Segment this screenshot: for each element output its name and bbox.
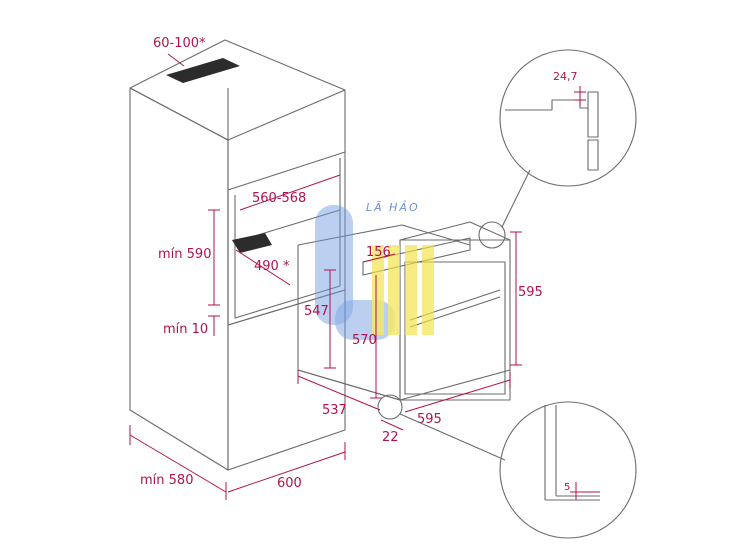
dim-oven-depth: 537 xyxy=(297,370,381,418)
dim-niche-height: mín 590 xyxy=(158,209,220,306)
detail-bottom-circle: 5 xyxy=(499,401,637,539)
dim-label-front-gap: 22 xyxy=(382,430,399,445)
dim-label-gap-below: mín 10 xyxy=(163,322,208,337)
dim-label-oven-front-height: 570 xyxy=(352,333,377,348)
watermark-logo xyxy=(315,205,434,340)
dim-cabinet-width: 600 xyxy=(227,442,346,493)
dim-label-oven-width: 595 xyxy=(417,412,442,427)
dim-label-oven-height: 595 xyxy=(518,285,543,300)
dim-oven-height: 595 xyxy=(510,231,543,366)
dim-label-niche-width: 560-568 xyxy=(252,191,306,206)
dim-oven-front-height: 570 xyxy=(352,275,382,399)
detail-top-highlight xyxy=(478,169,531,249)
dim-vent-depth: 490 * xyxy=(235,249,291,286)
dim-top-gap: 60-100* xyxy=(153,36,206,67)
dim-label-niche-height: mín 590 xyxy=(158,247,211,262)
dim-label-oven-body-height: 547 xyxy=(304,304,329,319)
top-vent-slot xyxy=(166,58,240,83)
dim-cabinet-depth: mín 580 xyxy=(129,425,227,500)
dim-label-detail-top: 24,7 xyxy=(553,70,578,83)
dim-panel-depth: 156 xyxy=(362,245,396,263)
dim-gap-below: mín 10 xyxy=(163,315,220,337)
oven xyxy=(297,221,511,401)
cabinet xyxy=(129,39,346,471)
dim-label-top-gap: 60-100* xyxy=(153,36,206,51)
dim-front-gap: 22 xyxy=(380,419,404,445)
dim-label-panel-depth: 156 xyxy=(366,245,391,260)
dim-niche-width: 560-568 xyxy=(239,174,341,211)
dim-oven-width: 595 xyxy=(404,372,511,427)
mid-vent-slot xyxy=(232,233,272,253)
detail-top-circle: 24,7 xyxy=(499,49,637,187)
dim-label-cabinet-width: 600 xyxy=(277,476,302,491)
detail-bottom-highlight xyxy=(377,394,506,461)
dim-oven-body-height: 547 xyxy=(304,269,336,369)
watermark-text: LÃ HẢO xyxy=(366,200,420,214)
dim-label-oven-depth: 537 xyxy=(322,403,347,418)
dim-label-detail-bottom: 5 xyxy=(564,482,570,493)
dim-label-cabinet-depth: mín 580 xyxy=(140,473,193,488)
dim-label-vent-depth: 490 * xyxy=(254,259,290,274)
